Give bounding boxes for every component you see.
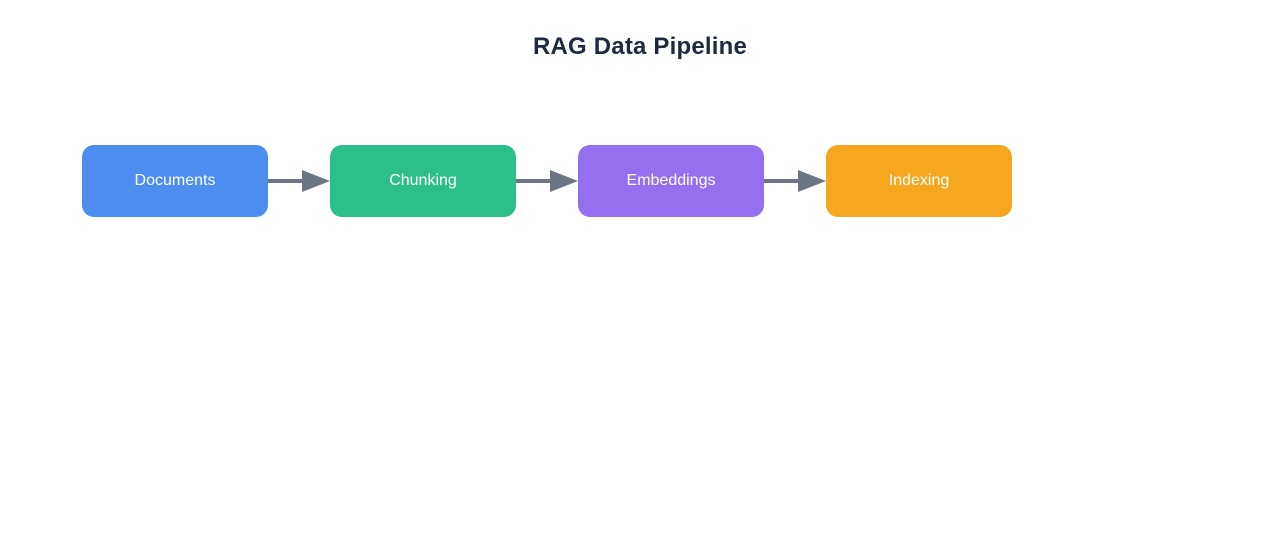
diagram-title: RAG Data Pipeline xyxy=(532,33,748,60)
arrow-head-icon xyxy=(302,170,330,192)
edge-documents-to-chunking xyxy=(268,170,330,192)
edge-embeddings-to-indexing xyxy=(764,170,826,192)
arrow-head-icon xyxy=(798,170,826,192)
node-indexing[interactable]: Indexing xyxy=(826,145,1012,217)
node-embeddings[interactable]: Embeddings xyxy=(578,145,764,217)
arrow-line xyxy=(516,179,552,183)
node-label-documents: Documents xyxy=(134,172,216,189)
node-label-indexing: Indexing xyxy=(888,172,950,189)
arrow-line xyxy=(268,179,304,183)
node-chunking[interactable]: Chunking xyxy=(330,145,516,217)
node-documents[interactable]: Documents xyxy=(82,145,268,217)
arrow-line xyxy=(764,179,800,183)
edge-chunking-to-embeddings xyxy=(516,170,578,192)
node-label-chunking: Chunking xyxy=(389,172,457,189)
node-label-embeddings: Embeddings xyxy=(626,172,716,189)
arrow-head-icon xyxy=(550,170,578,192)
